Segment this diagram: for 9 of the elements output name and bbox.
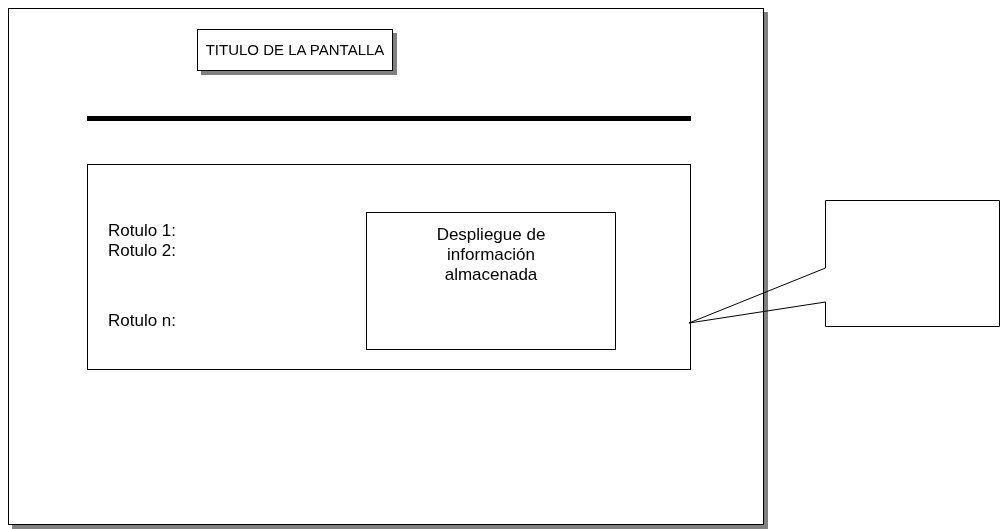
display-text: Despliegue de información almacenada <box>435 225 547 285</box>
callout-pointer <box>688 267 826 324</box>
callout-box <box>825 200 1000 327</box>
field-label: Rotulo 1: <box>108 221 177 241</box>
screen-title: TITULO DE LA PANTALLA <box>205 40 385 60</box>
field-label: Rotulo 2: <box>108 241 177 261</box>
content-panel <box>87 164 691 370</box>
display-box <box>366 212 616 350</box>
field-label: Rotulo n: <box>108 311 177 331</box>
